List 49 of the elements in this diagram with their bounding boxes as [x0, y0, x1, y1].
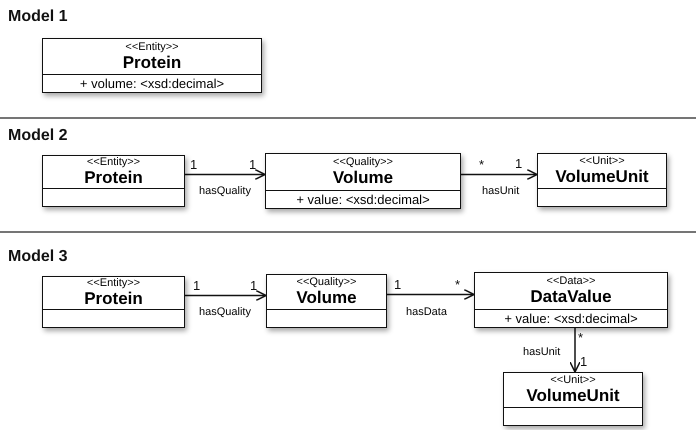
multiplicity-label: *: [578, 330, 584, 345]
attribute-text: + volume: <xsd:decimal>: [80, 76, 224, 91]
class-name: DataValue: [530, 287, 612, 307]
uml-class-box: [474, 272, 668, 328]
multiplicity-label: 1: [250, 278, 258, 293]
stereotype-text: <<Data>>: [546, 275, 596, 287]
uml-class-box: [503, 372, 643, 426]
multiplicity-label: *: [479, 157, 484, 172]
attribute-text: + value: <xsd:decimal>: [504, 311, 638, 326]
stereotype-text: <<Entity>>: [86, 277, 140, 289]
association-arrow: [387, 288, 475, 300]
edge-label: hasUnit: [522, 346, 562, 358]
edge-label: hasData: [405, 306, 448, 318]
section-heading: Model 3: [8, 248, 68, 266]
uml-class-box: [42, 38, 262, 93]
uml-class-box: [42, 276, 185, 328]
class-name: Volume: [332, 168, 394, 188]
multiplicity-label: 1: [190, 157, 198, 172]
uml-class-box: [266, 274, 387, 328]
multiplicity-label: 1: [249, 157, 256, 172]
class-name: VolumeUnit: [555, 167, 649, 187]
class-name: Protein: [84, 289, 143, 309]
multiplicity-label: 1: [580, 354, 588, 369]
uml-class-box: [42, 155, 185, 207]
edge-label: hasQuality: [198, 306, 252, 318]
stereotype-text: <<Unit>>: [579, 155, 625, 167]
class-name: VolumeUnit: [526, 386, 620, 406]
stereotype-text: <<Entity>>: [125, 40, 179, 52]
stereotype-text: <<Quality>>: [296, 276, 356, 288]
multiplicity-label: *: [455, 277, 460, 292]
association-arrow: [185, 168, 266, 180]
multiplicity-label: 1: [394, 277, 402, 292]
stereotype-text: <<Unit>>: [550, 374, 596, 386]
multiplicity-label: 1: [515, 156, 522, 171]
uml-class-box: [537, 153, 667, 207]
class-name: Protein: [84, 168, 143, 188]
edge-label: hasQuality: [198, 185, 252, 197]
class-name: Volume: [296, 288, 357, 308]
edge-label: hasUnit: [481, 185, 520, 197]
association-arrow: [461, 168, 538, 180]
association-arrow: [569, 328, 581, 373]
class-name: Protein: [122, 52, 182, 72]
multiplicity-label: 1: [193, 278, 200, 293]
stereotype-text: <<Quality>>: [333, 156, 393, 168]
uml-class-box: [265, 153, 461, 209]
section-heading: Model 1: [8, 8, 68, 26]
attribute-text: + value: <xsd:decimal>: [296, 192, 430, 207]
section-heading: Model 2: [8, 127, 68, 145]
stereotype-text: <<Entity>>: [86, 156, 140, 168]
